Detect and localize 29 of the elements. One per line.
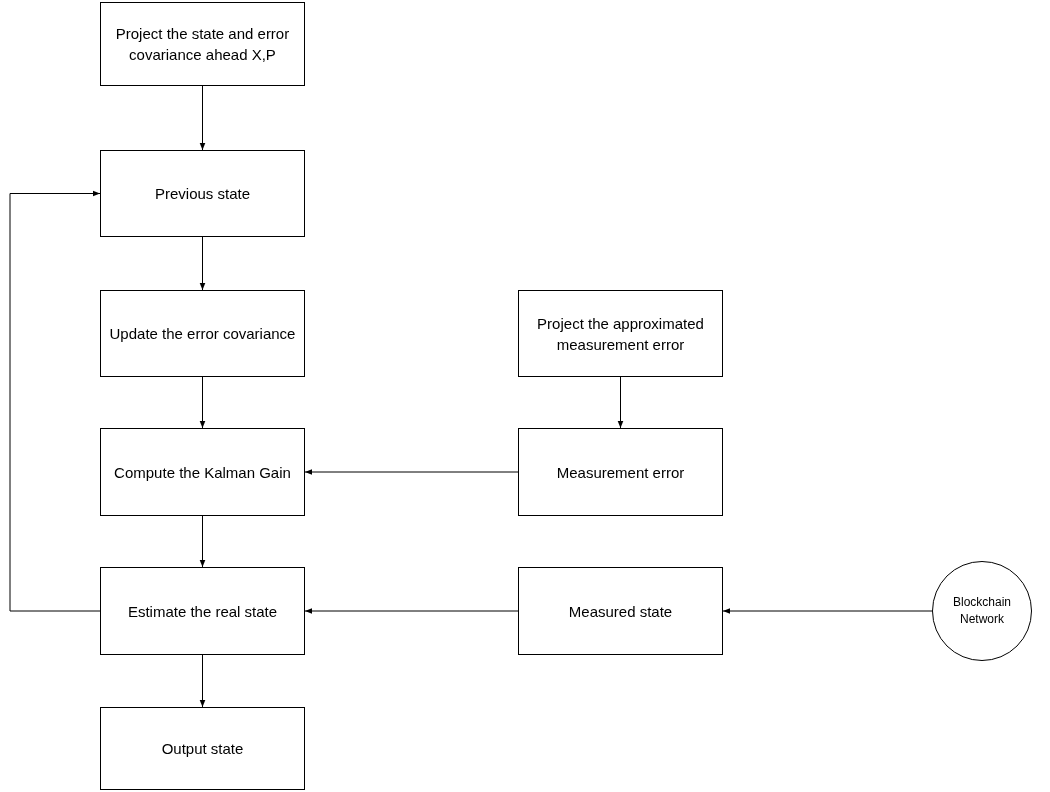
node-label: Project the approximated measurement error	[536, 313, 705, 355]
node-label: Compute the Kalman Gain	[114, 462, 291, 483]
arrow	[304, 608, 519, 614]
arrow	[199, 236, 206, 291]
arrow	[304, 469, 519, 475]
process-box	[518, 290, 723, 377]
arrow	[199, 654, 206, 708]
node-label: Measurement error	[556, 462, 685, 483]
process-box	[100, 428, 305, 516]
arrow	[9, 190, 101, 612]
process-box	[518, 567, 723, 655]
node-label: Update the error covariance	[109, 324, 296, 344]
process-box	[100, 2, 305, 86]
arrow	[617, 376, 624, 429]
arrow	[199, 376, 206, 429]
arrow	[199, 85, 206, 151]
process-box	[518, 428, 723, 516]
process-box	[100, 707, 305, 790]
process-box	[100, 150, 305, 237]
node-label: Previous state	[154, 184, 250, 204]
node-label: Blockchain Network	[952, 594, 1012, 628]
process-box	[100, 290, 305, 377]
node-label: Project the state and error covariance ahead X,P	[114, 24, 291, 65]
node-label: Estimate the real state	[127, 601, 278, 622]
arrow	[199, 515, 206, 568]
process-box	[100, 567, 305, 655]
node-label: Output state	[161, 739, 244, 759]
arrow	[722, 608, 933, 614]
node-label: Measured state	[568, 601, 673, 622]
